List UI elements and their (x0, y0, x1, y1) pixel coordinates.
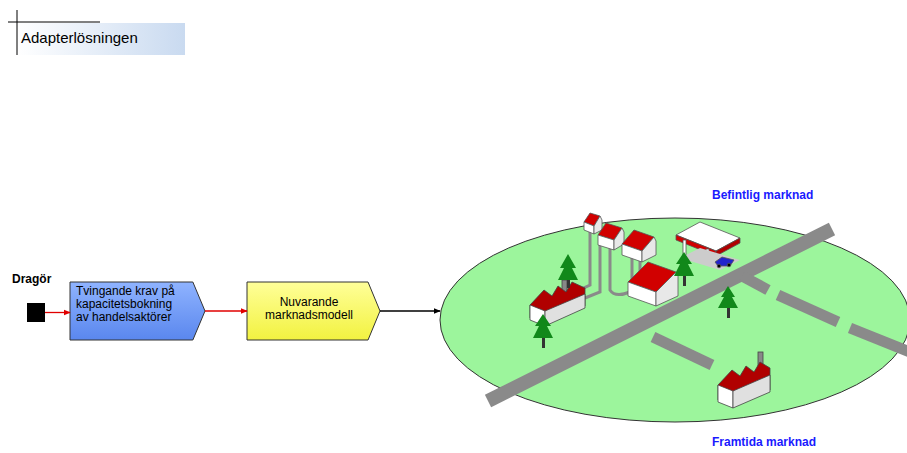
market-ellipse-fill (440, 218, 907, 422)
factory-wall (545, 294, 585, 326)
title-box: Adapterlösningen (17, 23, 185, 55)
road-segment (742, 276, 768, 290)
process-arrow-fill (70, 282, 205, 340)
node-text: Tvingande krav på kapacitetsbokning av h… (76, 285, 188, 324)
house-wall (622, 244, 642, 262)
canopy-band (716, 238, 740, 256)
source-square: Dragör (27, 303, 45, 322)
houses (584, 213, 678, 306)
node-text: Framtida marknad (712, 436, 872, 449)
factory-wall (718, 385, 733, 408)
house-wall (584, 222, 594, 234)
factory (530, 280, 585, 326)
car-wheel (727, 263, 731, 267)
flow-arrow (45, 312, 70, 313)
factory-wall (733, 375, 770, 408)
road (488, 229, 832, 401)
house-wall (628, 282, 656, 306)
road-segment (850, 328, 907, 352)
house-wall (598, 235, 614, 250)
flow-arrow (205, 310, 247, 311)
future-road (653, 276, 907, 365)
road-segment (778, 295, 838, 322)
process-arrow: Tvingande krav på kapacitetsbokning av h… (70, 282, 205, 340)
process-arrow: Nuvarande marknadsmodell (247, 282, 380, 340)
source-square-fill (27, 303, 45, 322)
pipe (575, 232, 590, 292)
node-text: Befintlig marknad (712, 189, 872, 202)
tree (558, 254, 578, 288)
node-text: Dragör (12, 273, 72, 286)
frame-line (17, 10, 18, 55)
house-wall (642, 237, 656, 262)
tree (674, 252, 694, 286)
frame-line (8, 22, 100, 23)
flow-arrow (380, 310, 440, 311)
house-wall (656, 272, 678, 306)
car-wheel (717, 264, 721, 268)
source-square-outline (27, 303, 45, 322)
process-arrow-fill (247, 282, 380, 340)
road-segment (653, 337, 712, 365)
node-text: Nuvarande marknadsmodell (255, 296, 363, 322)
tree (533, 314, 553, 348)
tree (718, 286, 738, 318)
factory (718, 352, 770, 408)
trees (533, 252, 738, 348)
pipe (585, 245, 600, 298)
